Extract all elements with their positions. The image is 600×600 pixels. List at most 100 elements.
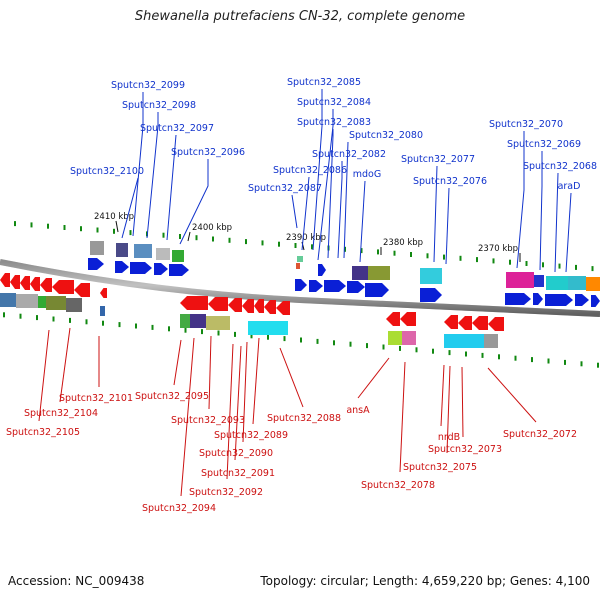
tick-mark: [410, 252, 412, 257]
feature-block: [388, 331, 402, 345]
tick-mark: [300, 337, 302, 343]
gene-label: Sputcn32_2094: [142, 503, 216, 514]
feature-block: [297, 256, 303, 262]
leader-line: [539, 151, 543, 271]
tick-mark: [96, 227, 99, 233]
feature-block: [352, 266, 368, 280]
tick-mark: [129, 230, 132, 236]
tick-mark: [217, 330, 220, 336]
feature-block: [172, 250, 184, 262]
gene-label: Sputcn32_2077: [401, 154, 475, 165]
feature-block: [116, 243, 128, 257]
tick-mark: [162, 232, 165, 238]
gene-label: Sputcn32_2069: [507, 139, 581, 150]
gene-label: Sputcn32_2083: [297, 117, 371, 128]
leader-line: [291, 194, 298, 229]
tick-mark: [591, 266, 594, 272]
scale-label: 2390 kbp: [286, 233, 326, 243]
tick-mark: [344, 246, 346, 252]
tick-mark: [399, 345, 401, 351]
gene-label: Sputcn32_2097: [140, 123, 214, 134]
gene-label: Sputcn32_2080: [349, 130, 423, 141]
feature-block: [534, 275, 544, 287]
feature-block: [296, 263, 300, 269]
forward-gene-arrow: [130, 262, 152, 274]
feature-block: [46, 296, 66, 310]
gene-label: Sputcn32_2085: [287, 77, 361, 88]
tick-mark: [580, 361, 583, 367]
forward-gene-arrow: [309, 280, 323, 292]
leader-line: [445, 187, 450, 265]
gene-label: Sputcn32_2078: [361, 480, 435, 491]
gene-label: mdoG: [353, 169, 381, 180]
tick-mark: [542, 262, 544, 268]
feature-block: [546, 276, 568, 290]
tick-mark: [228, 237, 231, 243]
leader-line: [173, 339, 182, 386]
tick-mark: [179, 234, 181, 239]
leader-line: [327, 129, 334, 259]
reverse-gene-arrow: [400, 312, 416, 326]
leader-line: [343, 141, 349, 259]
gene-label: Sputcn32_2068: [523, 161, 597, 172]
leader-line: [317, 109, 334, 261]
tick-mark: [52, 316, 55, 322]
feature-block: [134, 244, 152, 258]
gene-label: Sputcn32_2091: [201, 468, 275, 479]
tick-mark: [102, 320, 104, 326]
tick-mark: [509, 259, 511, 265]
feature-block: [16, 294, 38, 308]
tick-mark: [547, 358, 550, 364]
tick-mark: [476, 257, 478, 263]
tick-mark: [85, 319, 88, 325]
tick-mark: [382, 344, 385, 350]
map-title: Shewanella putrefaciens CN-32, complete …: [134, 9, 466, 24]
gene-label: Sputcn32_2098: [122, 100, 196, 111]
gene-label: Sputcn32_2093: [171, 415, 245, 426]
gene-label: Sputcn32_2088: [267, 413, 341, 424]
genome-backbone: [0, 259, 600, 317]
gene-label: Sputcn32_2092: [189, 487, 263, 498]
forward-gene-arrows: [88, 258, 600, 307]
tick-mark: [267, 334, 269, 340]
feature-block: [38, 296, 46, 308]
tick-mark: [118, 322, 121, 328]
scale-label: 2370 kbp: [478, 244, 518, 254]
tick-mark: [113, 228, 115, 234]
leader-line: [242, 341, 248, 443]
feature-block: [100, 306, 105, 316]
tick-mark: [80, 226, 82, 232]
tick-mark: [294, 243, 297, 248]
feature-block: [90, 241, 104, 255]
leader-line: [433, 165, 438, 263]
tick-mark: [564, 359, 566, 365]
accession-text: Accession: NC_009438: [8, 574, 145, 588]
leader-line: [516, 131, 525, 269]
leader-line: [208, 335, 212, 410]
gene-label: Sputcn32_2104: [24, 408, 98, 419]
tick-mark: [245, 239, 247, 245]
forward-gene-arrow: [88, 258, 104, 270]
reverse-gene-arrow: [264, 300, 276, 314]
leader-line: [279, 347, 304, 408]
feature-block: [568, 276, 586, 290]
tick-mark: [30, 222, 33, 228]
gene-label: araD: [558, 181, 581, 192]
tick-mark: [377, 249, 379, 255]
reverse-gene-arrow: [10, 275, 20, 289]
tick-mark: [514, 355, 517, 361]
reverse-gene-arrow: [228, 298, 242, 312]
tick-mark: [426, 253, 429, 259]
tick-mark: [531, 357, 533, 363]
feature-block: [420, 268, 442, 284]
gene-labels: Sputcn32_2099Sputcn32_2098Sputcn32_2097S…: [6, 77, 597, 514]
gene-label: Sputcn32_2073: [428, 444, 502, 455]
leader-line: [359, 180, 366, 263]
gene-label: Sputcn32_2070: [489, 119, 563, 130]
gene-label: Sputcn32_2076: [413, 176, 487, 187]
reverse-gene-arrow: [180, 296, 208, 310]
gene-label: Sputcn32_2099: [111, 80, 185, 91]
tick-mark: [261, 240, 264, 246]
leader-line: [226, 343, 234, 480]
